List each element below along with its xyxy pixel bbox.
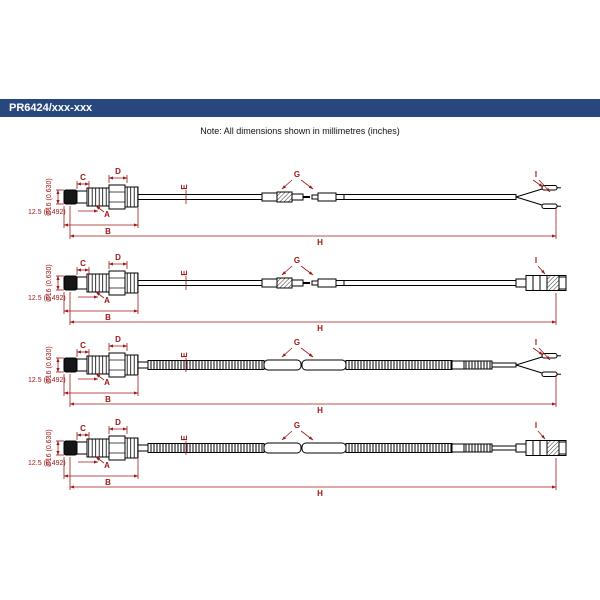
dim-label-h: H	[317, 489, 323, 498]
diameter-dimension: Ø16 (0.630)	[46, 429, 53, 466]
dim-label-d: D	[115, 253, 121, 262]
dim-label-e: E	[180, 435, 189, 441]
connector-termination	[516, 266, 566, 291]
cable-and-mid-connector	[137, 277, 517, 289]
dim-label-g: G	[294, 338, 300, 347]
armoured-cable-and-sleeves	[137, 359, 517, 371]
dim-label-g: G	[294, 421, 300, 430]
dim-label-h: H	[317, 238, 323, 247]
dim-label-i: I	[535, 421, 537, 430]
open-wire-termination	[516, 348, 561, 377]
open-wire-termination	[516, 180, 561, 209]
diameter-dimension: Ø16 (0.630)	[46, 346, 53, 383]
drawing-row-2: Ø16 (0.630) 12.5 (0.492) C D E G I A B H	[28, 253, 566, 333]
probe-body	[63, 184, 139, 210]
dim-label-h: H	[317, 324, 323, 333]
header-bar: PR6424/xxx-xxx	[0, 99, 600, 117]
product-title: PR6424/xxx-xxx	[9, 102, 93, 114]
dim-label-b: B	[105, 478, 111, 487]
dim-label-i: I	[535, 170, 537, 179]
dim-label-i: I	[535, 338, 537, 347]
diameter-dimension: Ø16 (0.630)	[46, 178, 53, 215]
dim-label-c: C	[80, 424, 86, 433]
dim-label-d: D	[115, 167, 121, 176]
armoured-cable-and-sleeves	[137, 442, 517, 454]
drawing-row-1: Ø16 (0.630) 12.5 (0.492) C D E G I A B H	[28, 167, 561, 247]
dim-label-c: C	[80, 259, 86, 268]
front-length-dimension: 12.5 (0.492)	[28, 209, 66, 216]
connector-termination	[516, 431, 566, 456]
dim-label-i: I	[535, 256, 537, 265]
dim-label-e: E	[180, 352, 189, 358]
probe-body	[63, 352, 139, 378]
dim-label-d: D	[115, 418, 121, 427]
front-length-dimension: 12.5 (0.492)	[28, 460, 66, 467]
front-length-dimension: 12.5 (0.492)	[28, 295, 66, 302]
drawing-row-4: Ø16 (0.630) 12.5 (0.492) C D E G I A B H	[28, 418, 566, 498]
dim-label-g: G	[294, 256, 300, 265]
dim-label-c: C	[80, 173, 86, 182]
dim-label-c: C	[80, 341, 86, 350]
front-length-dimension: 12.5 (0.492)	[28, 377, 66, 384]
dim-label-a: A	[104, 378, 110, 387]
dim-label-b: B	[105, 313, 111, 322]
probe-body	[63, 270, 139, 296]
sensor-drawings: Ø16 (0.630) 12.5 (0.492) C D E G I A B H…	[28, 167, 600, 498]
dim-label-b: B	[105, 395, 111, 404]
dim-label-d: D	[115, 335, 121, 344]
dim-label-a: A	[104, 210, 110, 219]
cable-and-mid-connector	[137, 191, 517, 203]
probe-body	[63, 435, 139, 461]
dim-label-h: H	[317, 406, 323, 415]
diameter-dimension: Ø16 (0.630)	[46, 264, 53, 301]
dim-label-a: A	[104, 296, 110, 305]
note-text: Note: All dimensions shown in millimetre…	[200, 126, 400, 136]
dim-label-b: B	[105, 227, 111, 236]
drawing-row-3: Ø16 (0.630) 12.5 (0.492) C D E G I A B H	[28, 335, 561, 415]
dim-label-g: G	[294, 170, 300, 179]
dim-label-e: E	[180, 270, 189, 276]
dim-label-a: A	[104, 461, 110, 470]
dim-label-e: E	[180, 184, 189, 190]
